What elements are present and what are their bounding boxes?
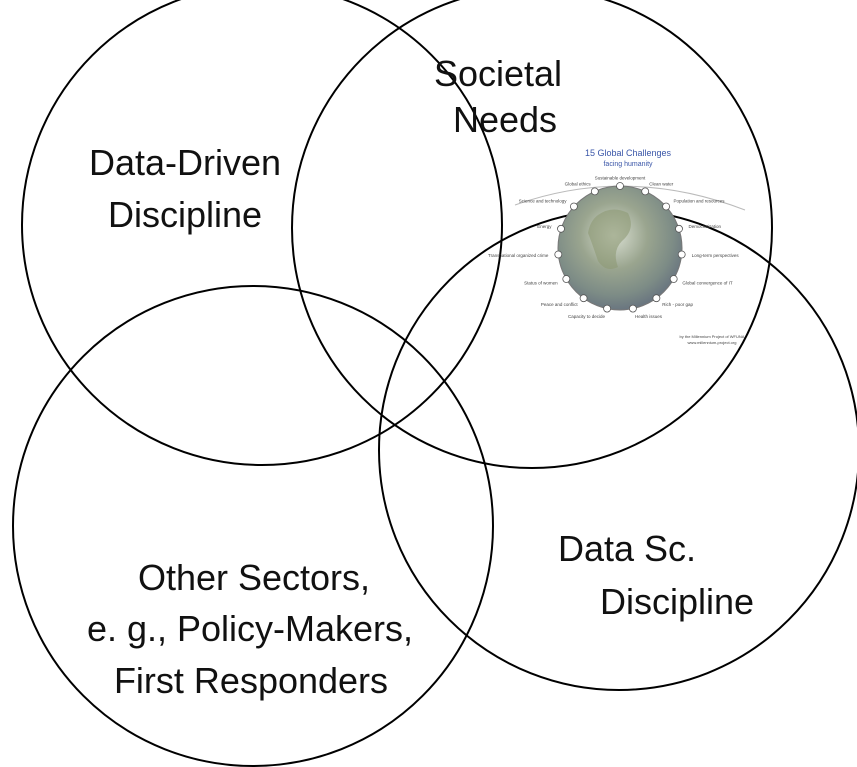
challenge-node bbox=[590, 187, 599, 196]
challenge-label: Sustainable development bbox=[595, 176, 646, 181]
inset-title: 15 Global Challenges bbox=[585, 148, 672, 158]
challenge-node bbox=[579, 294, 588, 303]
challenge-node bbox=[677, 250, 686, 259]
label-societal-line-1: Societal bbox=[434, 53, 562, 94]
inset-subtitle: facing humanity bbox=[603, 161, 653, 168]
challenge-node bbox=[570, 202, 578, 211]
challenge-label: Energy bbox=[537, 224, 552, 229]
circle-societal-needs bbox=[291, 0, 773, 469]
challenge-node bbox=[603, 304, 611, 313]
label-data-driven-line-2: Discipline bbox=[108, 194, 262, 235]
challenge-label: Peace and conflict bbox=[541, 302, 579, 307]
label-data-sc-line-2: Discipline bbox=[600, 581, 754, 622]
challenge-label: Long-term perspectives bbox=[692, 253, 740, 258]
inset-credit-line-2: www.millennium-project.org bbox=[688, 340, 737, 345]
challenge-label: Global ethics bbox=[565, 182, 592, 187]
circle-other-sectors bbox=[12, 285, 494, 767]
label-other-line-2: e. g., Policy-Makers, bbox=[87, 608, 413, 649]
challenge-label: Rich - poor gap bbox=[662, 302, 693, 307]
label-data-driven-line-1: Data-Driven bbox=[89, 142, 281, 183]
globe-land-shape bbox=[588, 209, 631, 269]
challenge-nodes bbox=[554, 182, 686, 313]
challenge-label: Status of women bbox=[524, 281, 558, 286]
challenge-label: Global convergence of IT bbox=[682, 281, 733, 286]
challenge-label: Population and resources bbox=[674, 199, 726, 204]
label-other-line-3: First Responders bbox=[114, 660, 388, 701]
challenge-label: Democratization bbox=[689, 224, 722, 229]
challenge-node bbox=[562, 275, 571, 283]
challenge-label: Health issues bbox=[635, 314, 663, 319]
challenge-label: Transnational organized crime bbox=[488, 253, 549, 258]
global-challenges-inset: 15 Global Challenges facing humanity Sus… bbox=[488, 148, 746, 345]
label-data-sc-line-1: Data Sc. bbox=[558, 528, 696, 569]
label-societal-line-2: Needs bbox=[453, 99, 557, 140]
challenge-node bbox=[616, 182, 624, 190]
challenge-node bbox=[557, 224, 565, 233]
challenge-node bbox=[641, 187, 650, 196]
challenge-node bbox=[662, 202, 670, 211]
challenge-label: Clean water bbox=[649, 182, 674, 187]
challenge-label: Science and technology bbox=[519, 199, 568, 204]
challenge-node bbox=[652, 294, 661, 303]
challenge-node bbox=[675, 224, 683, 233]
challenge-label: Capacity to decide bbox=[568, 314, 606, 319]
label-other-line-1: Other Sectors, bbox=[138, 557, 370, 598]
circle-data-driven bbox=[21, 0, 503, 466]
challenge-node bbox=[669, 275, 678, 283]
challenge-node bbox=[629, 304, 637, 313]
inset-credit-line-1: by the Millennium Project of WFUNA bbox=[680, 334, 745, 339]
challenge-node bbox=[554, 250, 563, 259]
